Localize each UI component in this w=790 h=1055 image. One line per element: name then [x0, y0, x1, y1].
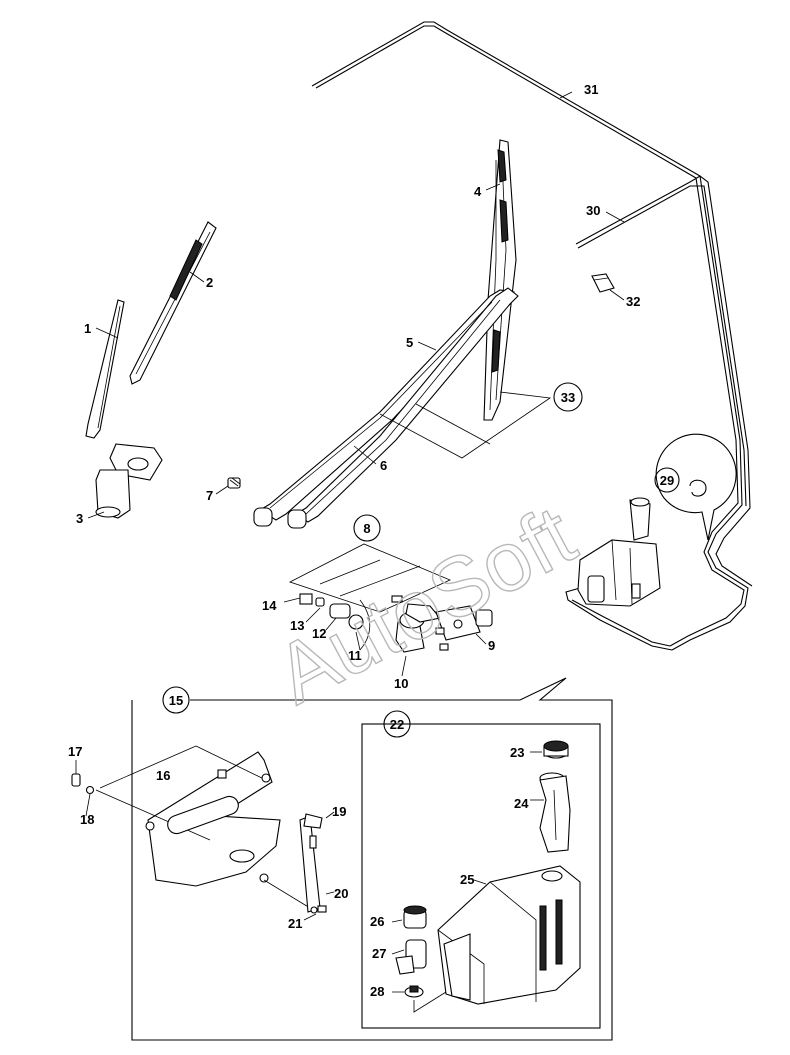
callout-33: 33 [379, 382, 583, 459]
leader-lines-upper [87, 91, 625, 677]
label-18: 18 [80, 812, 94, 827]
nut-7 [227, 477, 241, 489]
washer-tank-assembly [577, 497, 661, 607]
label-7: 7 [206, 488, 213, 503]
callout-29-number: 29 [660, 473, 674, 488]
label-20: 20 [334, 886, 348, 901]
callout-22-number: 22 [390, 717, 404, 732]
bolt-17-washer-18 [71, 760, 95, 817]
label-31: 31 [584, 82, 598, 97]
box-15: 15 [71, 677, 613, 1041]
callout-8-number: 8 [363, 521, 370, 536]
wiper-motor-assembly-8 [288, 543, 493, 653]
label-2: 2 [206, 275, 213, 290]
label-30: 30 [586, 203, 600, 218]
label-25: 25 [460, 872, 474, 887]
label-24: 24 [514, 796, 529, 811]
wiper-arms-5-6 [253, 287, 519, 529]
washer-hose-31 [311, 21, 749, 651]
label-10: 10 [394, 676, 408, 691]
label-23: 23 [510, 745, 524, 760]
bracket-16 [95, 745, 311, 909]
label-11: 11 [348, 648, 362, 663]
label-12: 12 [312, 626, 326, 641]
filler-neck-24 [530, 772, 571, 853]
cap-23 [530, 740, 569, 759]
label-9: 9 [488, 638, 495, 653]
wiper-arm-1 [85, 299, 125, 439]
wiper-blade-2 [129, 221, 217, 385]
clip-32 [591, 273, 615, 293]
label-28: 28 [370, 984, 384, 999]
part-labels: 1 2 3 4 5 6 7 9 10 11 12 13 14 16 17 18 … [68, 82, 640, 999]
label-14: 14 [262, 598, 277, 613]
callout-29: 29 [654, 433, 737, 541]
label-27: 27 [372, 946, 386, 961]
box-22: 22 [361, 710, 601, 1029]
callout-15-number: 15 [169, 693, 183, 708]
label-1: 1 [84, 321, 91, 336]
label-26: 26 [370, 914, 384, 929]
wiper-blade-4 [483, 139, 517, 421]
label-4: 4 [474, 184, 482, 199]
label-19: 19 [332, 804, 346, 819]
wiper-motor-3 [95, 443, 163, 519]
label-32: 32 [626, 294, 640, 309]
label-6: 6 [380, 458, 387, 473]
strap-19 [299, 811, 335, 921]
washer-hose-30 [575, 175, 753, 587]
label-17: 17 [68, 744, 82, 759]
label-21: 21 [288, 916, 302, 931]
label-5: 5 [406, 335, 413, 350]
label-16: 16 [156, 768, 170, 783]
label-3: 3 [76, 511, 83, 526]
washer-tank-25 [437, 865, 581, 1005]
callout-8: 8 [353, 514, 381, 542]
pump-26-28 [391, 905, 447, 1013]
label-13: 13 [290, 618, 304, 633]
callout-33-number: 33 [561, 390, 575, 405]
